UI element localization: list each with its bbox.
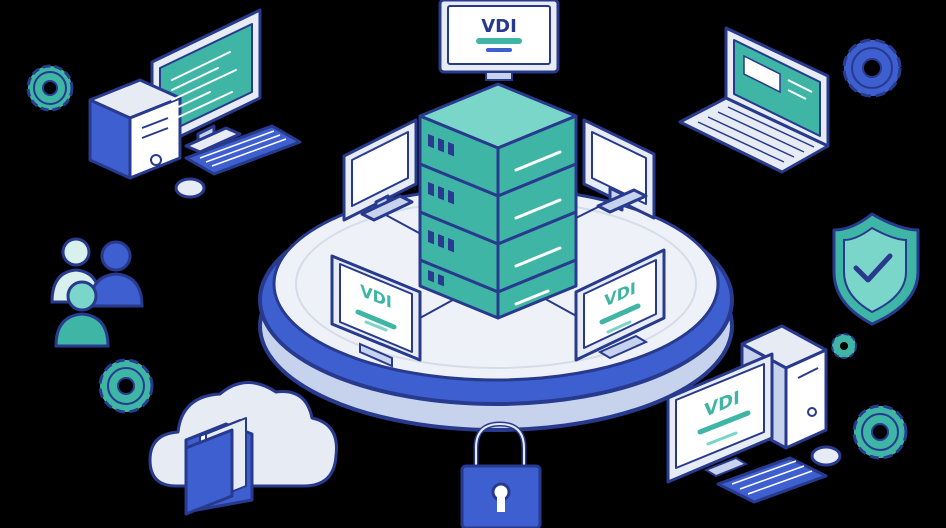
gear-icon bbox=[831, 333, 857, 359]
laptop-icon bbox=[678, 26, 830, 174]
shield-check-icon bbox=[832, 212, 920, 326]
gear-icon bbox=[98, 358, 154, 414]
gear-icon bbox=[852, 404, 908, 460]
platform-monitor-back-left bbox=[342, 118, 418, 222]
vdi-monitor-platform-right: VDI bbox=[574, 248, 666, 362]
desktop-screen-lines bbox=[171, 51, 237, 121]
laptop-keyboard-keys bbox=[697, 106, 815, 163]
vdi-monitor-top: VDI bbox=[438, 0, 560, 81]
mouse-icon bbox=[174, 177, 206, 199]
gear-icon bbox=[26, 64, 74, 112]
laptop-screen-content bbox=[743, 54, 813, 100]
server-rack-vents bbox=[428, 134, 454, 287]
server-rack-slots bbox=[514, 150, 562, 306]
server-rack-icon bbox=[418, 82, 578, 320]
keyboard-icon bbox=[716, 456, 828, 504]
users-icon bbox=[50, 237, 144, 348]
vdi-label-top: VDI bbox=[481, 16, 517, 37]
cloud-folder-icon bbox=[148, 381, 338, 516]
padlock-icon bbox=[460, 421, 542, 528]
gear-icon bbox=[842, 38, 902, 98]
keyboard-icon bbox=[184, 124, 302, 176]
desktop-tower-details bbox=[141, 117, 169, 166]
platform-monitor-back-right bbox=[582, 118, 656, 220]
vdi-monitor-bottom-right: VDI bbox=[666, 352, 774, 484]
vdi-monitor-platform-left: VDI bbox=[330, 254, 422, 368]
mouse-icon bbox=[810, 445, 842, 467]
